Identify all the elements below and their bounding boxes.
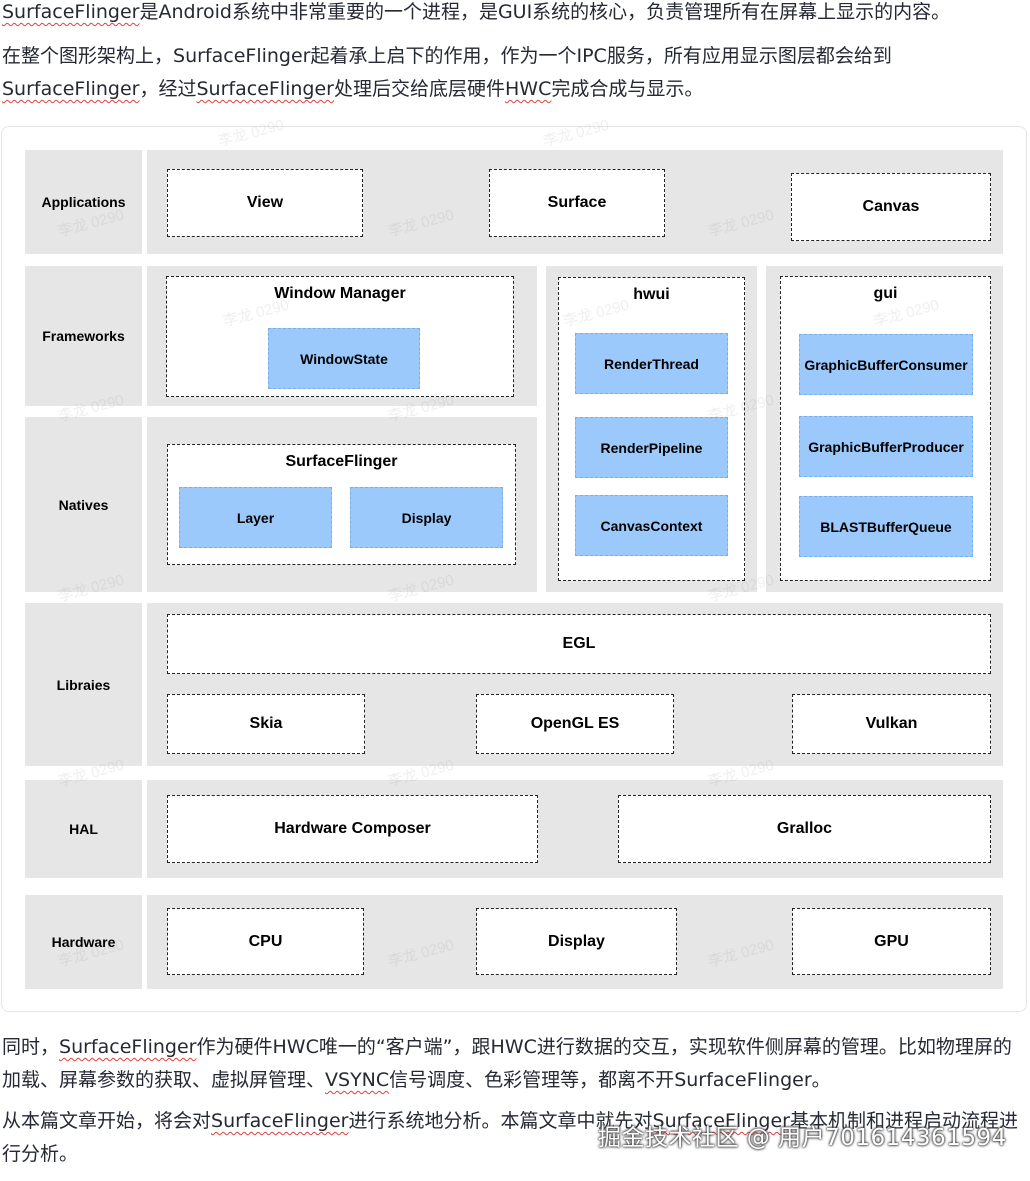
layer-hardware-label-bg [25, 895, 142, 989]
watermark: 李龙 0290 [216, 116, 286, 151]
layer-label-applications: Applications [41, 194, 126, 210]
layer-label-natives: Natives [58, 496, 109, 513]
platform-watermark: 掘金技术社区 @ 用户701614361594 [598, 1125, 1007, 1151]
intro-paragraph-1: SurfaceFlinger是Android系统中非常重要的一个进程，是GUI系… [2, 1, 951, 23]
render-pipeline-box: RenderPipeline [575, 417, 728, 478]
display-hardware-box: Display [476, 908, 677, 975]
graphic-buffer-producer-box: GraphicBufferProducer [799, 416, 973, 477]
surfaceflinger-title: SurfaceFlinger [285, 453, 398, 470]
architecture-diagram: Applications View Surface Canvas Framewo… [1, 117, 1027, 1012]
layer-applications-label-bg [25, 150, 142, 254]
layer-frameworks-label-bg [25, 266, 142, 406]
gpu-box: GPU [792, 908, 991, 975]
body-paragraph-2: 从本篇文章开始，将会对SurfaceFlinger进行系统地分析。本篇文章中就先… [2, 1110, 1019, 1165]
display-component-box: Display [350, 487, 503, 548]
layer-label-libraries: Libraies [56, 676, 111, 693]
hardware-composer-box: Hardware Composer [167, 795, 538, 863]
graphic-buffer-consumer-box: GraphicBufferConsumer [799, 334, 973, 395]
layer-component-box: Layer [179, 487, 332, 548]
opengl-es-box: OpenGL ES [476, 694, 674, 754]
gui-title: gui [873, 285, 898, 302]
vulkan-box: Vulkan [792, 694, 991, 754]
layer-libraries-label-bg [25, 603, 142, 766]
render-thread-box: RenderThread [575, 333, 728, 394]
canvas-box: Canvas [791, 173, 991, 241]
canvas-context-box: CanvasContext [575, 495, 728, 556]
intro-paragraph-2: 在整个图形架构上，SurfaceFlinger起着承上启下的作用，作为一个IPC… [2, 45, 892, 100]
egl-box: EGL [167, 614, 991, 674]
watermark: 李龙 0290 [541, 116, 611, 151]
layer-natives-label-bg [25, 417, 142, 592]
blast-buffer-queue-box: BLASTBufferQueue [799, 496, 973, 557]
layer-hal-label-bg [25, 780, 142, 878]
window-state-box: WindowState [268, 328, 420, 389]
layer-label-frameworks: Frameworks [42, 328, 125, 344]
cpu-box: CPU [167, 908, 364, 975]
layer-label-hal: HAL [69, 821, 98, 837]
window-manager-title: Window Manager [274, 285, 406, 302]
layer-label-hardware: Hardware [51, 934, 116, 950]
body-paragraph-1: 同时，SurfaceFlinger作为硬件HWC唯一的“客户端”，跟HWC进行数… [2, 1036, 1012, 1091]
gralloc-box: Gralloc [618, 795, 991, 863]
hwui-title: hwui [633, 286, 670, 303]
skia-box: Skia [167, 694, 365, 754]
view-box: View [167, 169, 363, 237]
surface-box: Surface [489, 169, 665, 237]
